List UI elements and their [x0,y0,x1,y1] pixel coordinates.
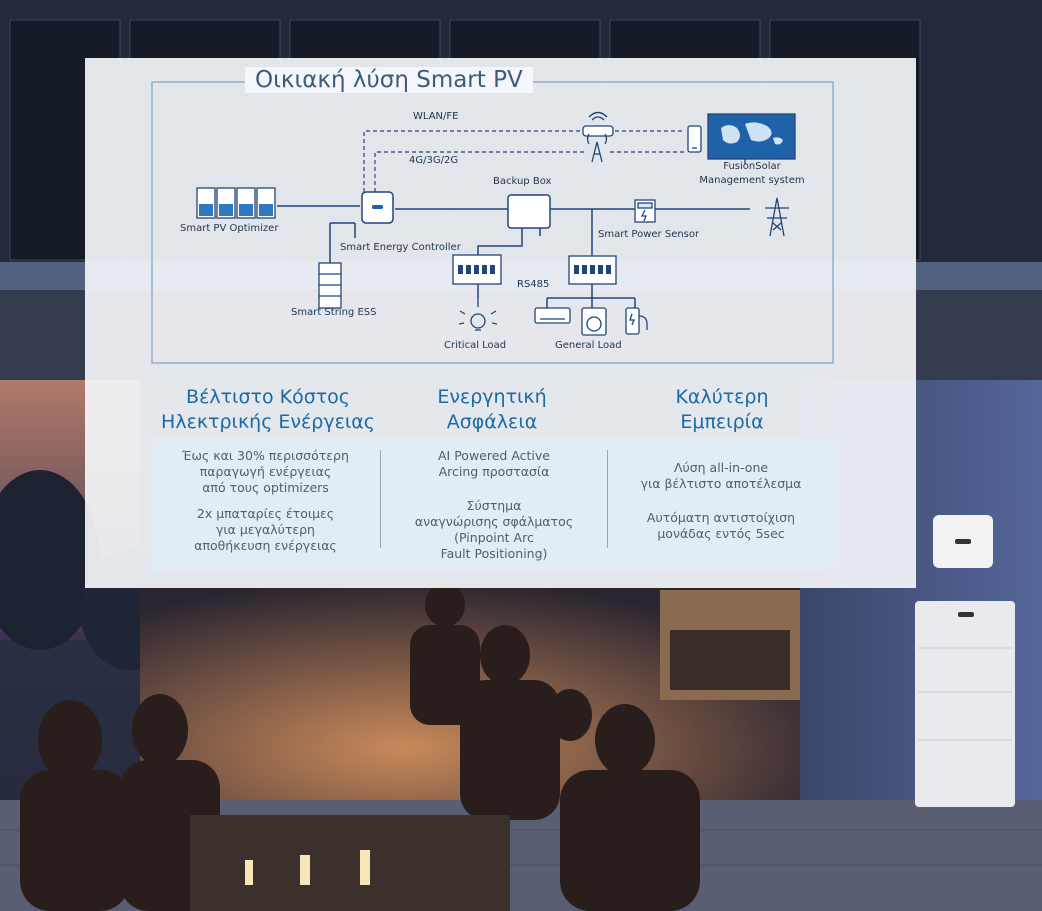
feature-safety-heading: Ενεργητική Ασφάλεια [437,386,547,433]
feature-experience-text: Λύση all-in-one για βέλτιστο αποτέλεσμα … [640,460,802,541]
light-bulb-icon [458,298,498,331]
rs485-label: RS485 [517,279,550,290]
backup-box-icon [507,194,551,229]
string-ess-icon [318,262,342,309]
cellular-label: 4G/3G/2G [409,155,459,166]
feature-divider [607,450,608,548]
pv-optimizer-icon [196,187,276,219]
ev-charger-icon [625,307,648,335]
power-lines [277,205,750,308]
energy-controller-label: Smart Energy Controller [340,242,461,253]
info-panel: Οικιακή λύση Smart PV WLAN/FE 4G/3G/2G F… [85,58,916,588]
feature-experience-heading: Καλύτερη Εμπειρία [675,386,769,433]
washing-machine-icon [581,307,607,336]
phone-icon [687,125,702,153]
feature-divider [380,450,381,548]
router-icon [582,111,614,137]
system-diagram [151,81,834,364]
feature-cost-heading: Βέλτιστο Κόστος Ηλεκτρικής Ενέργειας [161,386,375,433]
feature-cost-text: Έως και 30% περισσότερη παραγωγή ενέργει… [182,448,349,553]
wlan-label: WLAN/FE [413,111,459,122]
general-distribution-box-icon [568,255,617,285]
power-sensor-label: Smart Power Sensor [598,229,700,240]
fusionsolar-label-line1: FusionSolar [723,161,781,172]
comm-lines [363,130,685,192]
power-sensor-icon [634,199,656,223]
string-ess-label: Smart String ESS [291,307,377,318]
backup-box-label: Backup Box [493,176,552,187]
general-load-label: General Load [555,340,622,351]
critical-distribution-box-icon [452,254,502,285]
feature-safety-text: AI Powered Active Arcing προστασία Σύστη… [414,448,574,561]
diagram-title: Οικιακή λύση Smart PV [245,67,533,93]
fusionsolar-label-line2: Management system [699,175,805,186]
transmission-tower-icon [765,197,789,237]
pv-optimizer-label: Smart PV Optimizer [180,223,279,234]
features-band [151,438,835,571]
energy-controller-icon [361,191,394,224]
air-conditioner-icon [534,307,571,324]
critical-load-label: Critical Load [444,340,507,351]
fusionsolar-monitor-icon [707,113,796,164]
cell-tower-icon [586,133,608,163]
